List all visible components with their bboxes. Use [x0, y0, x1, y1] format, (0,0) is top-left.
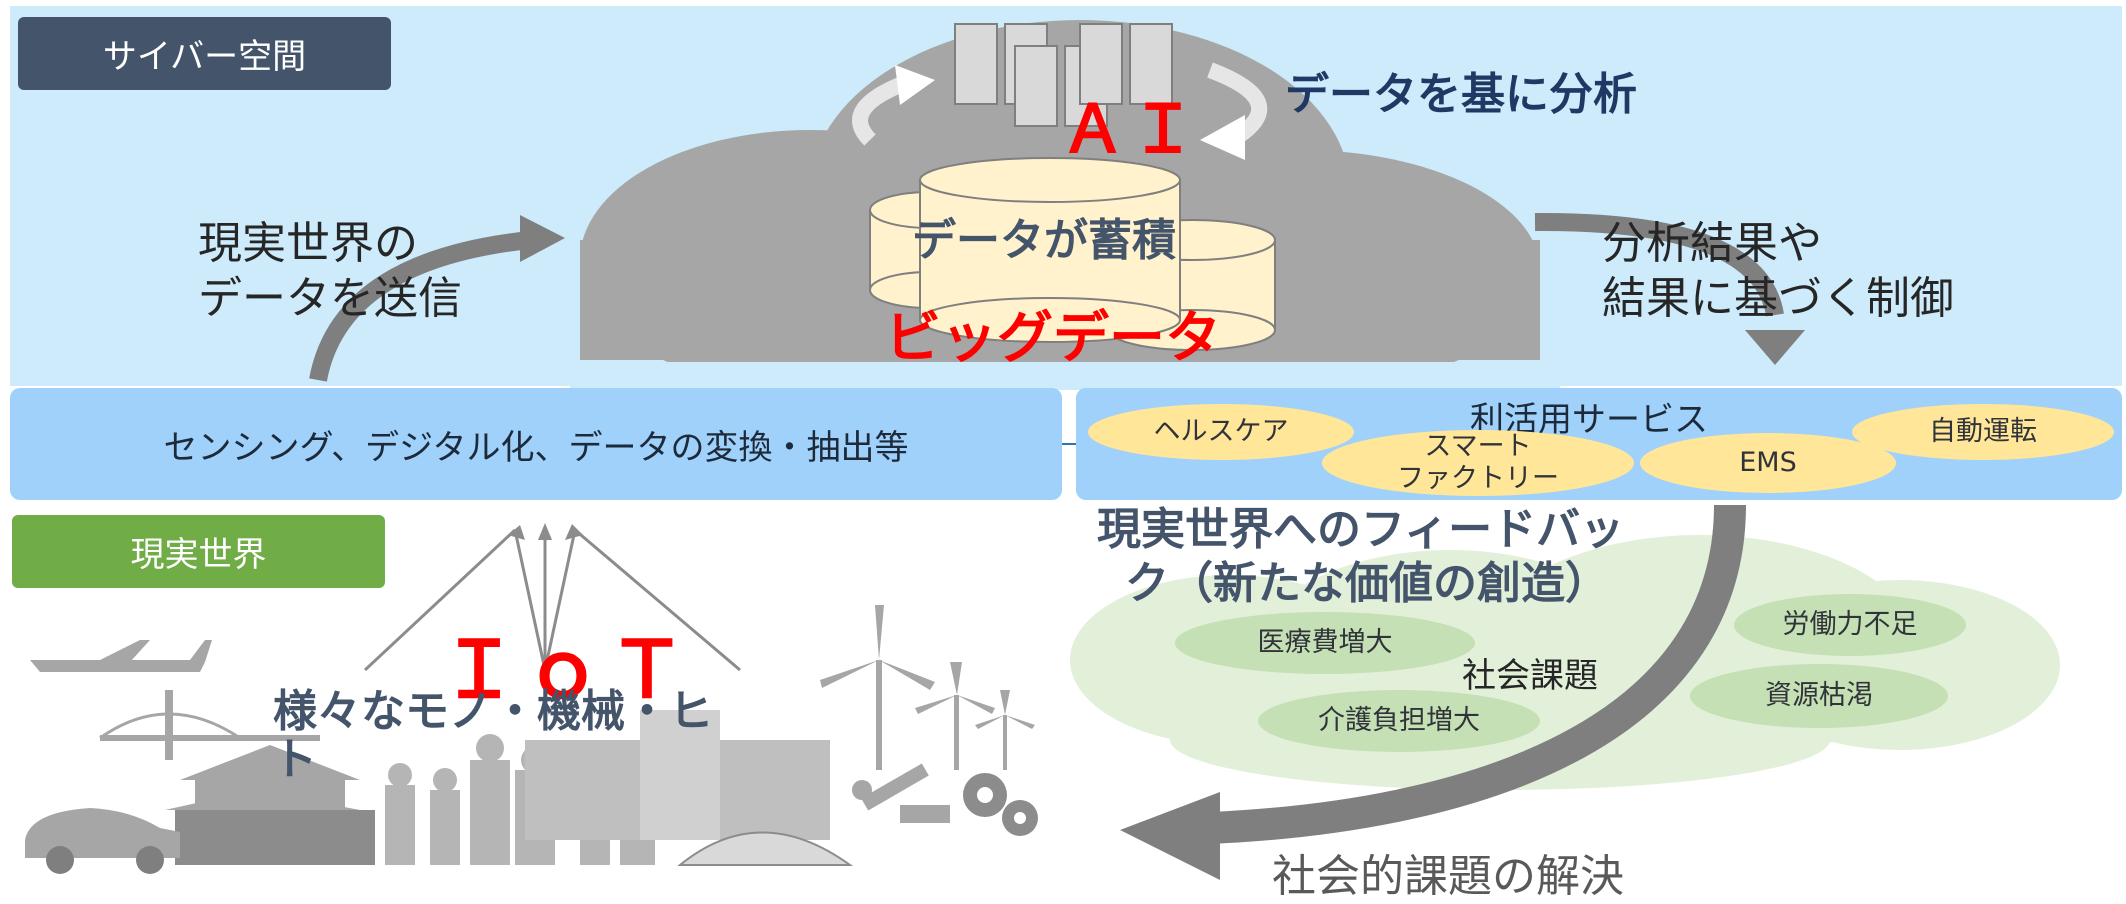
band-connector	[1062, 443, 1076, 445]
feedback-text-line2: ク（新たな価値の創造）	[1125, 557, 1609, 609]
issue-care-burden: 介護負担増大	[1258, 690, 1540, 752]
various-things-line1: 様々なモノ・機械・ヒ	[273, 686, 713, 737]
various-things-text: 様々なモノ・機械・ヒ ト	[273, 686, 713, 786]
city-illustration	[25, 605, 1038, 874]
send-arrow	[309, 231, 531, 382]
solution-text: 社会的課題の解決	[1272, 851, 1624, 902]
service-ems: EMS	[1640, 433, 1896, 493]
data-accumulate-text: データが蓄積	[912, 215, 1176, 266]
car-icon	[25, 808, 180, 858]
real-world-label: 現実世界	[12, 515, 385, 588]
feedback-text: 現実世界へのフィードバッ ク（新たな価値の創造）	[1097, 503, 1624, 610]
server-rack-icon	[954, 23, 1173, 127]
issue-labor-shortage: 労働力不足	[1734, 594, 1966, 656]
issue-medical-cost: 医療費増大	[1175, 612, 1475, 674]
send-data-text-line2: データを送信	[198, 273, 462, 324]
various-things-line2: ト	[273, 734, 317, 786]
big-data-label: ビッグデータ	[885, 306, 1221, 371]
house-icon	[180, 745, 360, 780]
cycle-arrowhead-left	[895, 65, 935, 105]
cycle-arrow-left	[852, 77, 904, 146]
wind-turbine-icon	[820, 605, 1035, 770]
cycle-arrowhead-right	[1200, 115, 1245, 160]
database-icon	[869, 157, 1276, 351]
hospital-icon	[525, 740, 645, 840]
social-issues-title: 社会課題	[1462, 656, 1598, 696]
send-data-text: 現実世界の データを送信	[198, 216, 462, 326]
result-control-text: 分析結果や 結果に基づく制御	[1602, 216, 1954, 326]
send-data-text-line1: 現実世界の	[198, 218, 418, 269]
greenhouse-icon	[677, 831, 854, 866]
cloud-base-clip	[570, 362, 1560, 390]
cycle-arrow-right	[1207, 62, 1268, 142]
service-smart-factory: スマート ファクトリー	[1322, 430, 1634, 496]
building-icon	[720, 740, 830, 840]
iot-label: ＩｏＴ	[440, 626, 693, 716]
send-arrowhead	[520, 215, 565, 262]
service-auto-driving: 自動運転	[1852, 404, 2114, 460]
feedback-arrowhead	[1120, 792, 1220, 880]
iot-arrows	[363, 527, 741, 672]
airplane-icon	[30, 640, 212, 672]
service-healthcare: ヘルスケア	[1088, 404, 1354, 460]
result-text-line2: 結果に基づく制御	[1602, 273, 1954, 324]
bridge-icon	[100, 735, 320, 741]
iot-arrowheads	[508, 523, 583, 540]
analysis-text: データを基に分析	[1285, 69, 1637, 120]
cyber-space-label: サイバー空間	[18, 17, 391, 90]
sensing-band: センシング、デジタル化、データの変換・抽出等	[10, 388, 1062, 500]
result-arrowhead	[1745, 330, 1805, 365]
issue-resource-depletion: 資源枯渇	[1690, 664, 1948, 728]
robot-arm-icon	[852, 763, 950, 823]
ai-label: ＡＩ	[1060, 91, 1200, 168]
feedback-text-line1: 現実世界へのフィードバッ	[1097, 504, 1625, 555]
result-text-line1: 分析結果や	[1602, 218, 1822, 269]
feedback-arrow	[1209, 504, 1746, 844]
result-arrow	[1534, 212, 1784, 317]
